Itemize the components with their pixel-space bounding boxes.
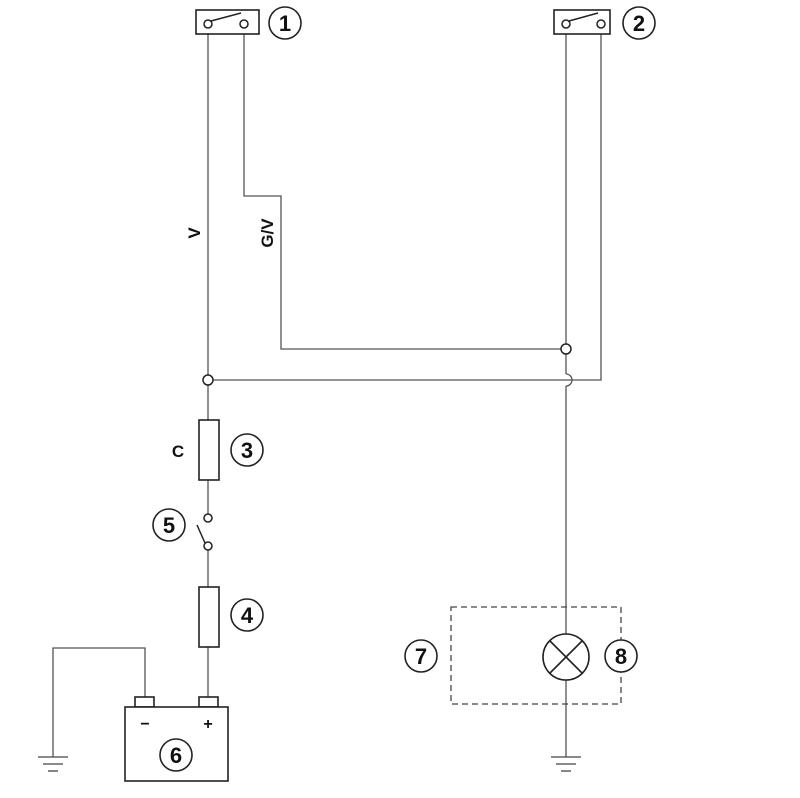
switch-2	[553, 9, 611, 35]
junction-node-main	[202, 374, 214, 386]
switch-5	[196, 513, 213, 551]
wire-label-v: V	[185, 227, 204, 239]
callout-4: 4	[230, 598, 264, 632]
callout-2: 2	[622, 6, 656, 40]
callout-3: 3	[230, 433, 264, 467]
callout-6: 6	[159, 738, 193, 772]
wires	[52, 34, 602, 757]
fuse-4	[198, 586, 220, 648]
ground-symbol-battery	[38, 756, 68, 772]
wire-label-gv: G/V	[258, 218, 277, 248]
callout-5: 5	[152, 508, 186, 542]
battery-minus-label: −	[140, 716, 149, 733]
callout-4-label: 4	[241, 603, 254, 628]
callout-7: 7	[404, 639, 438, 673]
wire-switch2-right	[560, 34, 602, 381]
callout-1: 1	[268, 6, 302, 40]
junction-node-gv	[560, 343, 572, 355]
callout-5-label: 5	[163, 513, 175, 538]
switch-1	[195, 9, 260, 35]
callout-7-label: 7	[415, 644, 427, 669]
wire-gv	[243, 34, 566, 350]
lamp-8	[542, 633, 590, 681]
callout-1-label: 1	[279, 11, 291, 36]
callout-8: 8	[604, 639, 638, 673]
fuse-3	[198, 419, 220, 481]
ground-symbol-lamp	[551, 756, 581, 772]
callout-6-label: 6	[170, 743, 182, 768]
callout-3-label: 3	[241, 438, 253, 463]
lamp-housing-7	[450, 606, 622, 705]
callout-8-label: 8	[615, 644, 627, 669]
wire-battery-ground	[52, 647, 146, 757]
battery-plus-label: +	[203, 716, 212, 733]
callout-2-label: 2	[633, 11, 645, 36]
fuse-3-label: C	[172, 442, 184, 461]
